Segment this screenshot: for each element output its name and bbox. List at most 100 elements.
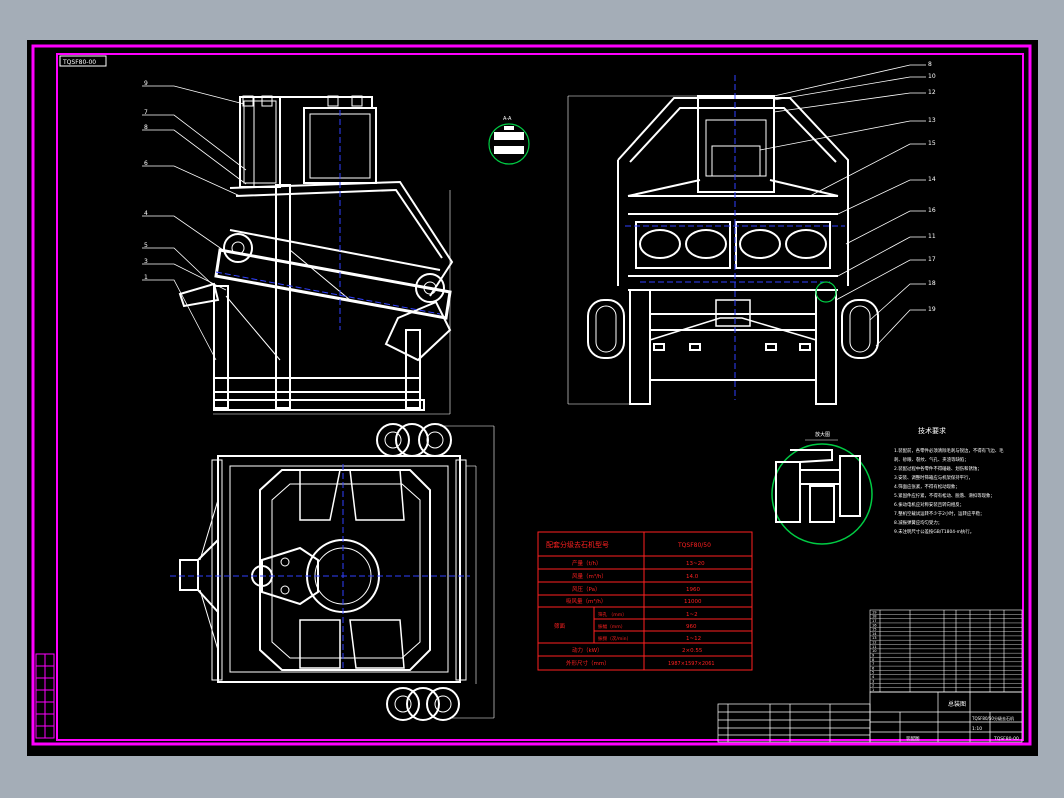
- side-elevation-view: [178, 95, 454, 411]
- callout-r-13: 13: [928, 117, 936, 124]
- title-block-text: 总装图 TQSF80/50分级去石机 1:10 TQSF80-00 装配图: [906, 700, 1019, 742]
- spec-header-left: 配套分级去石机型号: [546, 540, 609, 549]
- end-view-centerlines: [625, 75, 845, 400]
- parts-row-number: 19: [872, 610, 877, 614]
- drawing-sheet: [27, 40, 1038, 756]
- callout-r-17: 17: [928, 256, 936, 263]
- title-block: [717, 691, 1023, 743]
- spec-row-value: 13~20: [686, 561, 705, 567]
- spec-row-value: 11000: [684, 599, 702, 605]
- spec-row-value: 2×0.55: [682, 648, 703, 654]
- spec-row-label: 吸风量（m³/h）: [566, 598, 606, 605]
- parts-row-number: 10: [872, 649, 877, 653]
- spec-row-label: 振频（次/min）: [598, 635, 631, 642]
- tech-req-line: 刺、砂眼、裂纹、气孔、夹渣等缺陷；: [894, 456, 969, 463]
- binding-strip: [35, 653, 55, 739]
- scale: 1:10: [972, 726, 982, 732]
- drawing-label: 装配图: [906, 735, 920, 742]
- callout-3: 3: [144, 258, 148, 265]
- callout-7: 7: [144, 109, 148, 116]
- detail-label-top: A-A: [503, 116, 512, 122]
- side-view-callouts: 9 7 8 6 4 5 3 1: [144, 80, 148, 281]
- tech-req-line: 2.装配过程中各零件不得磕碰、划伤和锈蚀；: [894, 465, 982, 472]
- spec-row-value: 1987×1597×2061: [668, 661, 715, 667]
- callout-9: 9: [144, 80, 148, 87]
- tech-req-title: 技术要求: [918, 426, 946, 435]
- spec-row-value: 1~2: [686, 612, 698, 618]
- spec-row-label: 动力（kW）: [572, 646, 603, 654]
- parts-row-number: 2: [872, 684, 874, 688]
- tech-req-line: 8.减振弹簧应均匀受力；: [894, 519, 942, 526]
- parts-row-number: 16: [872, 623, 877, 627]
- spec-row-label: 筛孔 （mm）: [598, 611, 627, 618]
- tech-req-line: 6.振动电机应对称安装且转向相反；: [894, 501, 964, 508]
- spec-table-text: 配套分级去石机型号 TQSF80/50 产量（t/h） 13~20 风量（m³/…: [546, 540, 715, 667]
- callout-5: 5: [144, 242, 148, 249]
- parts-row-number: 7: [872, 662, 874, 666]
- spec-row-label: 振幅（mm）: [598, 623, 625, 630]
- tech-req-line: 9.未注明尺寸公差按GB/T1804-m执行。: [894, 528, 974, 535]
- callout-r-19: 19: [928, 306, 936, 313]
- parts-row-number: 12: [872, 641, 877, 645]
- parts-row-number: 18: [872, 615, 877, 619]
- end-elevation-view: [587, 95, 879, 405]
- drawing-number: TQSF80-00: [993, 736, 1019, 742]
- parts-row-number: 11: [872, 645, 877, 649]
- tech-req-line: 7.整机空载试运转不少于2小时，运转应平稳；: [894, 510, 984, 517]
- spec-row-label: 外形尺寸（mm）: [566, 659, 610, 667]
- end-view-dimensions: [567, 95, 700, 405]
- parts-row-number: 5: [872, 671, 874, 675]
- spec-table: [537, 531, 753, 671]
- parts-row-number: 13: [872, 636, 877, 640]
- side-view-leaders: [142, 85, 247, 361]
- parts-row-number: 17: [872, 619, 877, 623]
- parts-row-number: 8: [872, 658, 875, 662]
- callout-r-11: 11: [928, 233, 936, 240]
- callout-r-15: 15: [928, 140, 936, 147]
- side-view-dimensions: [213, 190, 451, 415]
- detail-circle-end: [815, 281, 837, 303]
- tech-req-line: 4.筛面应张紧，不得有松动现象；: [894, 483, 960, 490]
- plan-view-centerlines: [170, 464, 470, 670]
- tech-req-line: 3.安装、调整时筛箱应与机架保持平行，: [894, 474, 973, 481]
- callout-r-8: 8: [928, 61, 932, 68]
- technical-requirements: 技术要求 1.装配前，各零件必须清除毛刺与锐边，不得有飞边、毛 刺、砂眼、裂纹、…: [894, 426, 1004, 535]
- parts-row-number: 15: [872, 628, 877, 632]
- callout-1: 1: [144, 274, 148, 281]
- spec-row-value: 14.0: [686, 574, 699, 580]
- side-view-centerlines: [215, 110, 441, 330]
- detail-circle-top: A-A: [488, 116, 530, 165]
- parts-row-number: 9: [872, 653, 875, 657]
- detail-label: 放大图: [815, 431, 830, 438]
- plan-view-dimensions: [440, 425, 495, 719]
- spec-header-right: TQSF80/50: [677, 542, 711, 549]
- parts-row-number: 4: [872, 675, 875, 679]
- parts-row-number: 6: [872, 666, 875, 670]
- callout-r-14: 14: [928, 176, 936, 183]
- spec-row-label: 风压（Pa）: [572, 586, 600, 593]
- end-view-leaders: [759, 64, 926, 347]
- end-view-callouts: 8 10 12 13 15 14 16 11 17 18 19: [928, 61, 936, 313]
- parts-row-number: 1: [872, 688, 874, 692]
- callout-8: 8: [144, 124, 148, 131]
- spec-row-value: 1~12: [686, 636, 701, 642]
- callout-r-16: 16: [928, 207, 936, 214]
- sheet-code: TQSF80-00: [62, 59, 96, 66]
- parts-row-number: 3: [872, 679, 874, 683]
- callout-r-10: 10: [928, 73, 936, 80]
- inner-frame: [56, 53, 1024, 741]
- spec-row-value: 1960: [686, 587, 700, 593]
- outer-frame: [31, 44, 1032, 746]
- callout-6: 6: [144, 160, 148, 167]
- spec-row-label: 产量（t/h）: [572, 559, 602, 567]
- enlarged-detail: 放大图: [771, 431, 873, 545]
- tech-req-line: 1.装配前，各零件必须清除毛刺与锐边，不得有飞边、毛: [894, 447, 1004, 454]
- callout-4: 4: [144, 210, 148, 217]
- spec-group-label: 筛面: [554, 622, 566, 630]
- callout-r-12: 12: [928, 89, 936, 96]
- spec-row-label: 风量（m³/h）: [572, 573, 607, 580]
- spec-row-value: 960: [686, 624, 697, 630]
- parts-row-number: 14: [872, 632, 877, 636]
